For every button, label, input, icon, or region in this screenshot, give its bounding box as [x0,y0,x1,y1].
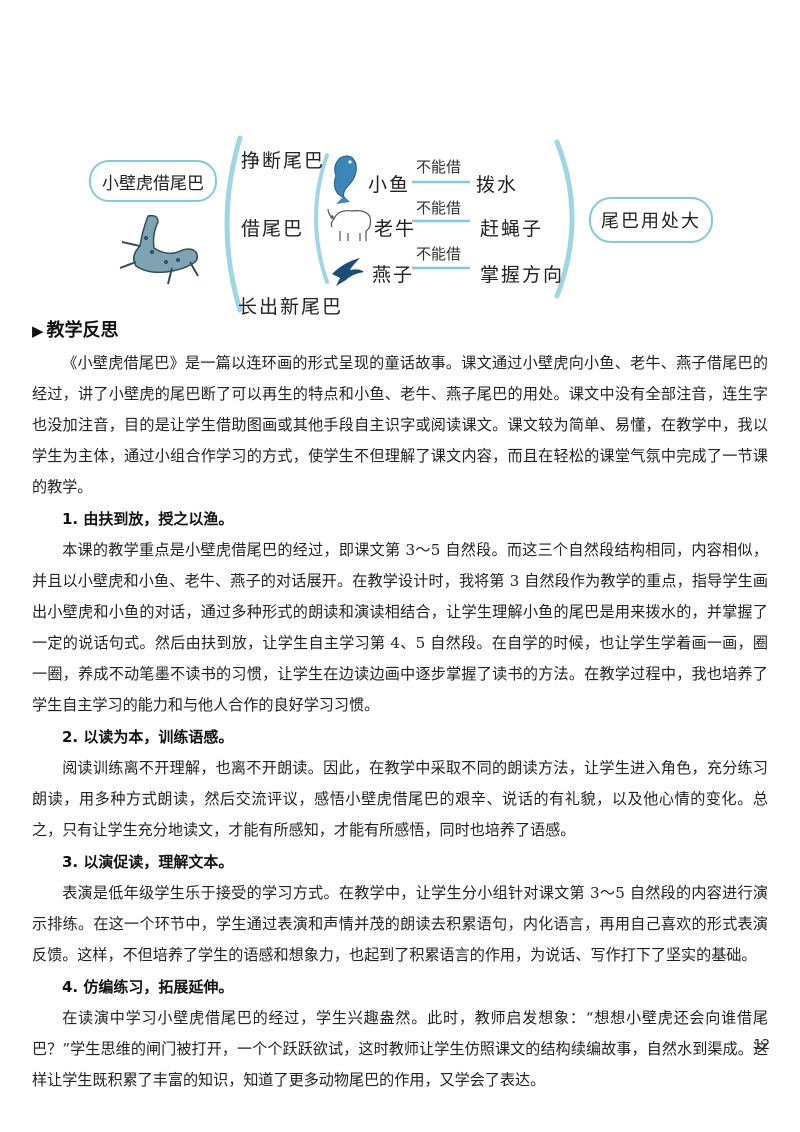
large-brace-left [224,135,243,313]
animal-name-ox: 老牛 [374,218,417,240]
item-heading-4: 4. 仿编练习，拓展延伸。 [62,978,234,996]
reflection-section: ▶教学反思 《小壁虎借尾巴》是一篇以连环画的形式呈现的童话故事。课文通过小壁虎向… [32,314,768,1096]
branch-bottom: 长出新尾巴 [238,296,344,318]
tail-use-ox: 赶蝇子 [480,218,544,240]
diagram-conclusion: 尾巴用处大 [589,197,713,243]
diagram-title: 小壁虎借尾巴 [89,160,217,202]
item-body-3: 表演是低年级学生乐于接受的学习方式。在教学中，让学生分小组针对课文第 3～5 自… [32,884,768,964]
item-body-2: 阅读训练离不开理解，也离不开朗读。因此，在教学中采取不同的朗读方法，让学生进入角… [32,759,768,839]
gecko-icon [119,214,199,285]
item-body-4: 在读演中学习小壁虎借尾巴的经过，学生兴趣盎然。此时，教师启发想象：“想想小壁虎还… [32,1009,768,1089]
tail-use-swallow: 掌握方向 [480,264,565,286]
item-heading-2: 2. 以读为本，训练语感。 [62,728,234,746]
relation-fish: 不能借 [416,158,462,176]
page-number: 12 [753,1038,770,1053]
item-heading-3: 3. 以演促读，理解文本。 [62,853,234,871]
relation-ox: 不能借 [416,199,462,217]
small-brace-left [314,153,329,284]
lesson-diagram: 小壁虎借尾巴 挣断尾巴 借尾巴 长出新尾巴 小鱼 不能借 拨水 老牛 不能借 赶… [0,0,800,330]
branch-top: 挣断尾巴 [241,150,326,172]
triangle-marker-icon: ▶ [32,322,44,340]
swallow-icon [332,258,364,286]
relation-swallow: 不能借 [416,245,462,263]
ox-icon [327,208,372,241]
tail-use-fish: 拨水 [476,174,519,196]
item-heading-1: 1. 由扶到放，授之以渔。 [62,510,234,528]
section-heading: ▶教学反思 [32,314,768,348]
intro-paragraph: 《小壁虎借尾巴》是一篇以连环画的形式呈现的童话故事。课文通过小壁虎向小鱼、老牛、… [32,354,768,496]
animal-name-swallow: 燕子 [372,264,415,286]
item-body-1: 本课的教学重点是小壁虎借尾巴的经过，即课文第 3～5 自然段。而这三个自然段结构… [32,541,768,714]
animal-name-fish: 小鱼 [368,174,411,196]
section-title: 教学反思 [46,320,119,341]
branch-middle: 借尾巴 [241,218,305,240]
large-brace-right [554,139,575,299]
diagram-graphics [119,135,575,313]
fish-icon [333,155,357,204]
